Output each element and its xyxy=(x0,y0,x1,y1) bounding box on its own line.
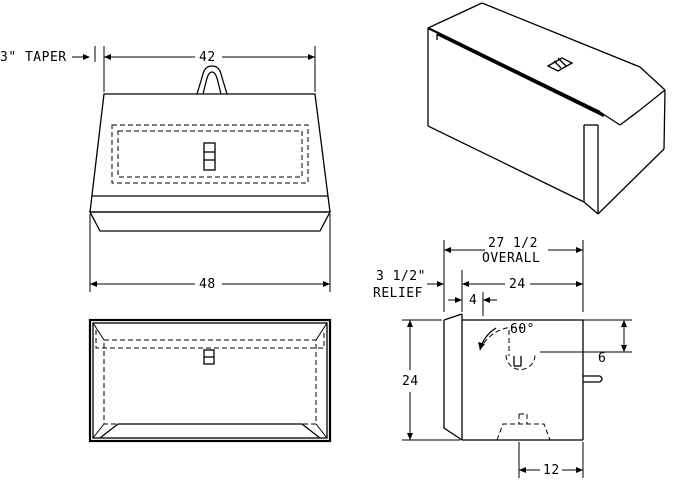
side-view: 27 1/2 OVERALL 3 1/2" RELIEF 24 4 60° xyxy=(373,236,632,478)
isometric-view xyxy=(427,2,666,215)
side-depth-dimension: 24 xyxy=(509,277,526,292)
relief-dimension-value: 3 1/2" xyxy=(376,269,426,284)
taper-label: 3" TAPER xyxy=(0,50,67,65)
overall-dimension-value: 27 1/2 xyxy=(488,236,538,251)
front-view: 3" TAPER 42 48 xyxy=(0,46,332,292)
bottom-width-dimension: 48 xyxy=(199,277,216,292)
relief-dimension-label: RELIEF xyxy=(373,286,423,301)
top-view xyxy=(88,318,332,443)
top-width-dimension: 42 xyxy=(199,50,216,65)
base-width-dimension: 12 xyxy=(543,463,560,478)
angle-dimension: 60° xyxy=(510,322,535,337)
overall-dimension-label: OVERALL xyxy=(482,251,540,266)
height-dimension: 24 xyxy=(402,374,419,389)
offset-dimension: 4 xyxy=(469,293,477,308)
handle-drop-dimension: 6 xyxy=(598,351,606,366)
